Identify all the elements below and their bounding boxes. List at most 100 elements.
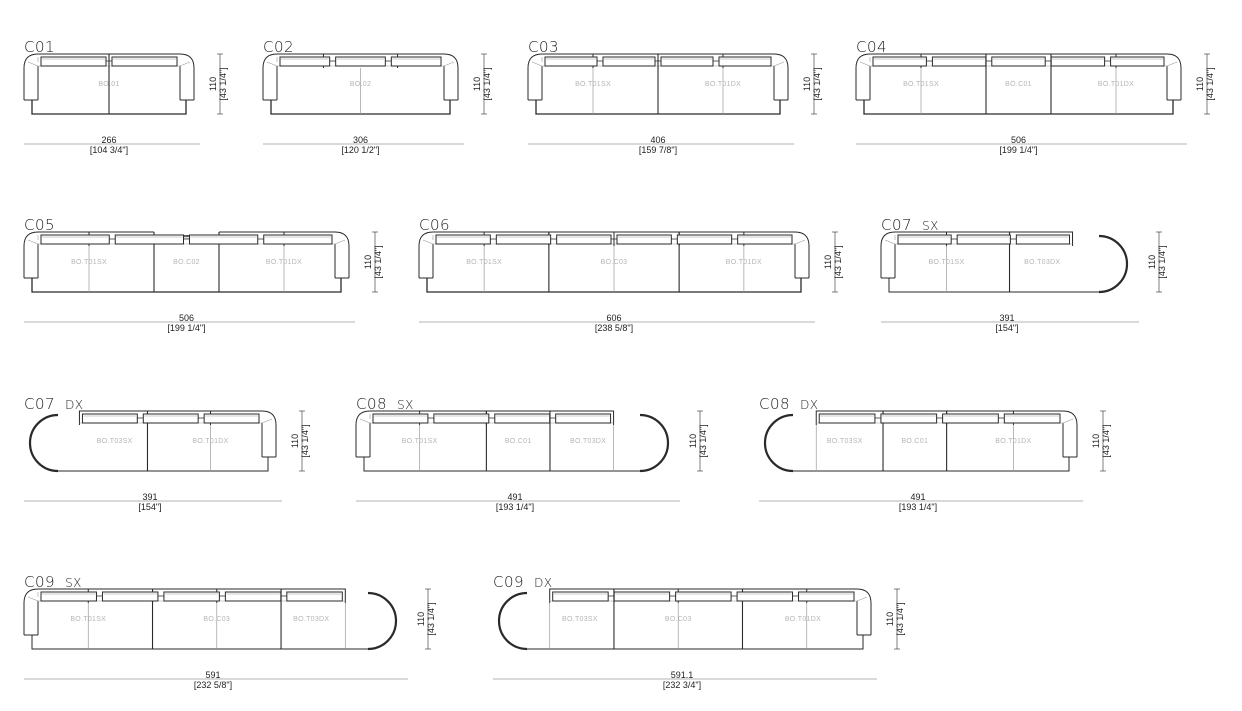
- back-cushion: [1050, 56, 1106, 67]
- back-cushion: [931, 56, 987, 67]
- configuration-code: C08: [356, 395, 388, 413]
- module-code-label: BO.C03: [601, 259, 628, 266]
- depth-dimension-cm: 110: [688, 434, 698, 448]
- back-cushion: [880, 413, 938, 424]
- configuration-code: C05: [24, 216, 56, 234]
- configuration-title: C05: [24, 216, 55, 234]
- width-dimension-cm: 591: [205, 670, 220, 680]
- module-code-label: BO.T03DX: [1024, 259, 1060, 266]
- depth-dimension-cm: 110: [823, 255, 833, 269]
- width-dimension-inches: [154"]: [995, 323, 1018, 333]
- depth-dimension-inches: [43 1/4"]: [482, 67, 492, 100]
- back-cushion: [494, 413, 551, 424]
- back-cushion: [433, 413, 490, 424]
- back-cushion: [956, 234, 1011, 245]
- module-code-label: BO.02: [350, 81, 371, 88]
- module-code-label: BO.C01: [901, 438, 928, 445]
- depth-dimension-inches: [43 1/4"]: [895, 602, 905, 635]
- back-cushion: [556, 234, 612, 245]
- module-code-label: BO.T01SX: [71, 259, 107, 266]
- width-dimension-cm: 306: [353, 135, 368, 145]
- module-code-label: BO.C02: [173, 259, 200, 266]
- back-cushion: [224, 591, 282, 602]
- configuration-side: SX: [922, 219, 939, 233]
- configuration-title: C02: [263, 38, 294, 56]
- width-dimension-inches: [232 3/4"]: [663, 680, 701, 690]
- back-cushion: [736, 591, 794, 602]
- back-cushion: [660, 56, 714, 67]
- back-cushion: [390, 56, 442, 67]
- back-cushion: [111, 56, 178, 67]
- width-dimension-inches: [199 1/4"]: [999, 145, 1037, 155]
- back-cushion: [942, 413, 999, 424]
- back-cushion: [616, 234, 672, 245]
- width-dimension-cm: 506: [1011, 135, 1026, 145]
- depth-dimension-cm: 110: [802, 77, 812, 91]
- module-code-label: BO.T01DX: [726, 259, 762, 266]
- configuration-code: C02: [263, 38, 295, 56]
- back-cushion: [114, 234, 184, 245]
- module-code-label: BO.T01DX: [995, 438, 1031, 445]
- configuration-code: C04: [856, 38, 888, 56]
- depth-dimension-inches: [43 1/4"]: [812, 67, 822, 100]
- back-cushion: [991, 56, 1046, 67]
- back-cushion: [1015, 234, 1071, 245]
- back-cushion: [718, 56, 772, 67]
- module-code-label: BO.C03: [203, 616, 230, 623]
- width-dimension-cm: 266: [101, 135, 116, 145]
- depth-dimension-cm: 110: [363, 255, 373, 269]
- width-dimension-cm: 606: [606, 313, 621, 323]
- configuration-code: C07: [24, 395, 56, 413]
- module-code-label: BO.C01: [505, 438, 532, 445]
- depth-dimension-cm: 110: [416, 612, 426, 626]
- back-cushion: [189, 234, 259, 245]
- back-cushion: [40, 234, 110, 245]
- module-code-label: BO.T03DX: [293, 616, 329, 623]
- width-dimension-inches: [238 5/8"]: [595, 323, 633, 333]
- depth-dimension-cm: 110: [1091, 434, 1101, 448]
- back-cushion: [1003, 413, 1061, 424]
- back-cushion: [263, 234, 333, 245]
- width-dimension-cm: 591.1: [671, 670, 694, 680]
- module-code-label: BO.T01DX: [785, 616, 821, 623]
- back-cushion: [737, 234, 793, 245]
- width-dimension-inches: [232 5/8"]: [194, 680, 232, 690]
- back-cushion: [279, 56, 331, 67]
- module-code-label: BO.01: [98, 81, 119, 88]
- configuration-code: C09: [24, 573, 56, 591]
- width-dimension-inches: [104 3/4"]: [90, 145, 128, 155]
- back-cushion: [435, 234, 491, 245]
- back-cushion: [1110, 56, 1165, 67]
- configuration-code: C09: [493, 573, 525, 591]
- back-cushion: [286, 591, 343, 602]
- module-code-label: BO.T01SX: [903, 81, 939, 88]
- back-cushion: [555, 413, 612, 424]
- module-code-label: BO.T01SX: [402, 438, 438, 445]
- back-cushion: [142, 413, 199, 424]
- module-code-label: BO.T01DX: [266, 259, 302, 266]
- configuration-side: DX: [534, 576, 553, 590]
- back-cushion: [335, 56, 386, 67]
- width-dimension-cm: 391: [142, 492, 157, 502]
- back-cushion: [544, 56, 598, 67]
- depth-dimension-inches: [43 1/4"]: [218, 67, 228, 100]
- configuration-title: C06: [419, 216, 450, 234]
- depth-dimension-inches: [43 1/4"]: [698, 424, 708, 457]
- width-dimension-cm: 406: [650, 135, 665, 145]
- depth-dimension-cm: 110: [290, 434, 300, 448]
- configuration-code: C03: [528, 38, 560, 56]
- module-code-label: BO.T01SX: [929, 259, 965, 266]
- configuration-side: SX: [65, 576, 82, 590]
- width-dimension-inches: [193 1/4"]: [496, 502, 534, 512]
- back-cushion: [40, 591, 97, 602]
